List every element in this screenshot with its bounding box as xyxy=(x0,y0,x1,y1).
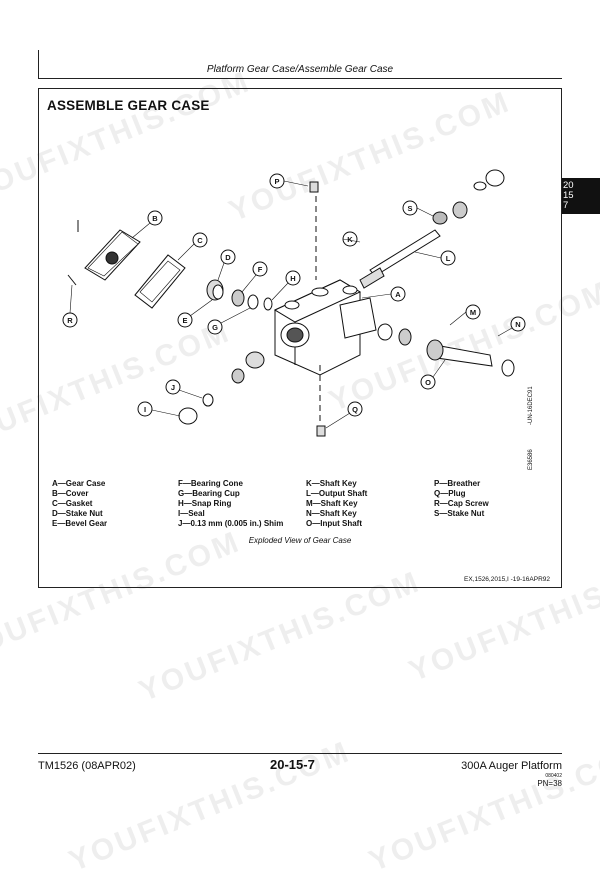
figure-frame xyxy=(38,88,562,588)
callout-h xyxy=(285,270,301,286)
side-code-a: E36586 xyxy=(528,449,534,470)
legend-item: K—Shaft Key xyxy=(306,479,357,488)
callout-label: J xyxy=(171,383,175,392)
legend-item: P—Breather xyxy=(434,479,481,488)
callout-label: E xyxy=(182,316,187,325)
legend-column-1: A—Gear Case B—Cover C—Gasket D—Stake Nut… xyxy=(52,479,107,529)
callout-label: K xyxy=(347,235,353,244)
exploded-view-diagram: A B C D E F G H I J K L M N O P Q R S xyxy=(62,169,526,437)
callout-o xyxy=(420,374,436,390)
section-tab-line2: 15 xyxy=(563,190,574,201)
input-shaft-part xyxy=(377,323,515,377)
legend-item: L—Output Shaft xyxy=(306,489,368,498)
callout-label: N xyxy=(515,320,520,329)
callout-label: O xyxy=(425,378,431,387)
callout-d xyxy=(220,249,236,265)
footer-rule xyxy=(38,753,562,754)
gasket-part xyxy=(134,254,186,309)
callout-label: D xyxy=(225,253,231,262)
stake-nut-part xyxy=(432,211,448,225)
section-tab-line1: 20 xyxy=(563,180,574,191)
callout-e xyxy=(177,312,193,328)
callout-label: C xyxy=(197,236,203,245)
callout-c xyxy=(192,232,208,248)
side-code-b: -UN-16DEC91 xyxy=(528,386,534,425)
legend-item: Q—Plug xyxy=(434,489,466,498)
callout-label: G xyxy=(212,323,218,332)
legend-item: J—0.13 mm (0.005 in.) Shim xyxy=(178,519,284,528)
legend-item: R—Cap Screw xyxy=(434,499,489,508)
callout-f xyxy=(252,261,268,277)
legend-item: H—Snap Ring xyxy=(178,499,232,508)
callout-j xyxy=(165,379,181,395)
header-rule xyxy=(38,78,562,79)
callout-label: F xyxy=(258,265,263,274)
cover-part xyxy=(84,229,141,281)
callout-label: R xyxy=(67,316,73,325)
footer-manual-id: TM1526 (08APR02) xyxy=(38,760,136,772)
page-header: Platform Gear Case/Assemble Gear Case xyxy=(206,64,394,75)
legend-item: B—Cover xyxy=(52,489,89,498)
legend-item: E—Bevel Gear xyxy=(52,519,108,528)
legend-item: N—Shaft Key xyxy=(306,509,357,518)
breather-part xyxy=(309,181,319,193)
callout-label: B xyxy=(152,214,158,223)
legend-item: I—Seal xyxy=(178,509,205,518)
legend-item: F—Bearing Cone xyxy=(178,479,243,488)
callout-label: M xyxy=(470,308,476,317)
footer-date-code: 080402 xyxy=(545,773,562,779)
legend-item: G—Bearing Cup xyxy=(178,489,240,498)
legend-column-3: K—Shaft Key L—Output Shaft M—Shaft Key N… xyxy=(306,479,367,529)
callout-label: I xyxy=(144,405,146,414)
footer-page-number: 20-15-7 xyxy=(270,757,315,772)
header-rule-left xyxy=(38,50,39,78)
gear-case-part xyxy=(273,279,377,376)
legend-item: M—Shaft Key xyxy=(306,499,358,508)
lower-bevel-gear-part xyxy=(178,351,265,425)
callout-label: L xyxy=(446,254,451,263)
bearing-cone-part xyxy=(231,289,245,307)
plug-part xyxy=(316,425,326,437)
section-tab-line3: 7 xyxy=(563,200,569,211)
callout-n xyxy=(510,316,526,332)
callout-b xyxy=(147,210,163,226)
figure-caption: Exploded View of Gear Case xyxy=(248,536,352,545)
bearing-cup-part xyxy=(247,294,259,310)
snap-ring-part xyxy=(263,297,273,311)
bearing-top-right xyxy=(452,169,505,219)
callout-i xyxy=(137,401,153,417)
legend-item: O—Input Shaft xyxy=(306,519,362,528)
legend-item: A—Gear Case xyxy=(52,479,106,488)
section-title: ASSEMBLE GEAR CASE xyxy=(47,98,210,113)
legend-column-4: P—Breather Q—Plug R—Cap Screw S—Stake Nu… xyxy=(434,479,489,519)
section-tab: 20 15 7 xyxy=(561,178,600,214)
footer-pn: PN=38 xyxy=(537,779,562,788)
footer-product: 300A Auger Platform xyxy=(461,760,562,772)
callout-label: H xyxy=(290,274,295,283)
bevel-gear-part xyxy=(206,279,224,301)
legend-item: C—Gasket xyxy=(52,499,93,508)
callout-label: P xyxy=(274,177,279,186)
legend-item: D—Stake Nut xyxy=(52,509,103,518)
legend-column-2: F—Bearing Cone G—Bearing Cup H—Snap Ring… xyxy=(178,479,283,529)
callout-label: A xyxy=(395,290,401,299)
callout-label: Q xyxy=(352,405,358,414)
figure-ref-code: EX,1526,2015,I -19-16APR92 xyxy=(463,576,550,583)
callout-g xyxy=(207,319,223,335)
watermark: YOUFIXTHIS.COM xyxy=(364,734,600,879)
callout-label: S xyxy=(407,204,412,213)
output-shaft-part xyxy=(359,229,441,289)
legend-item: S—Stake Nut xyxy=(434,509,485,518)
callout-q xyxy=(347,401,363,417)
